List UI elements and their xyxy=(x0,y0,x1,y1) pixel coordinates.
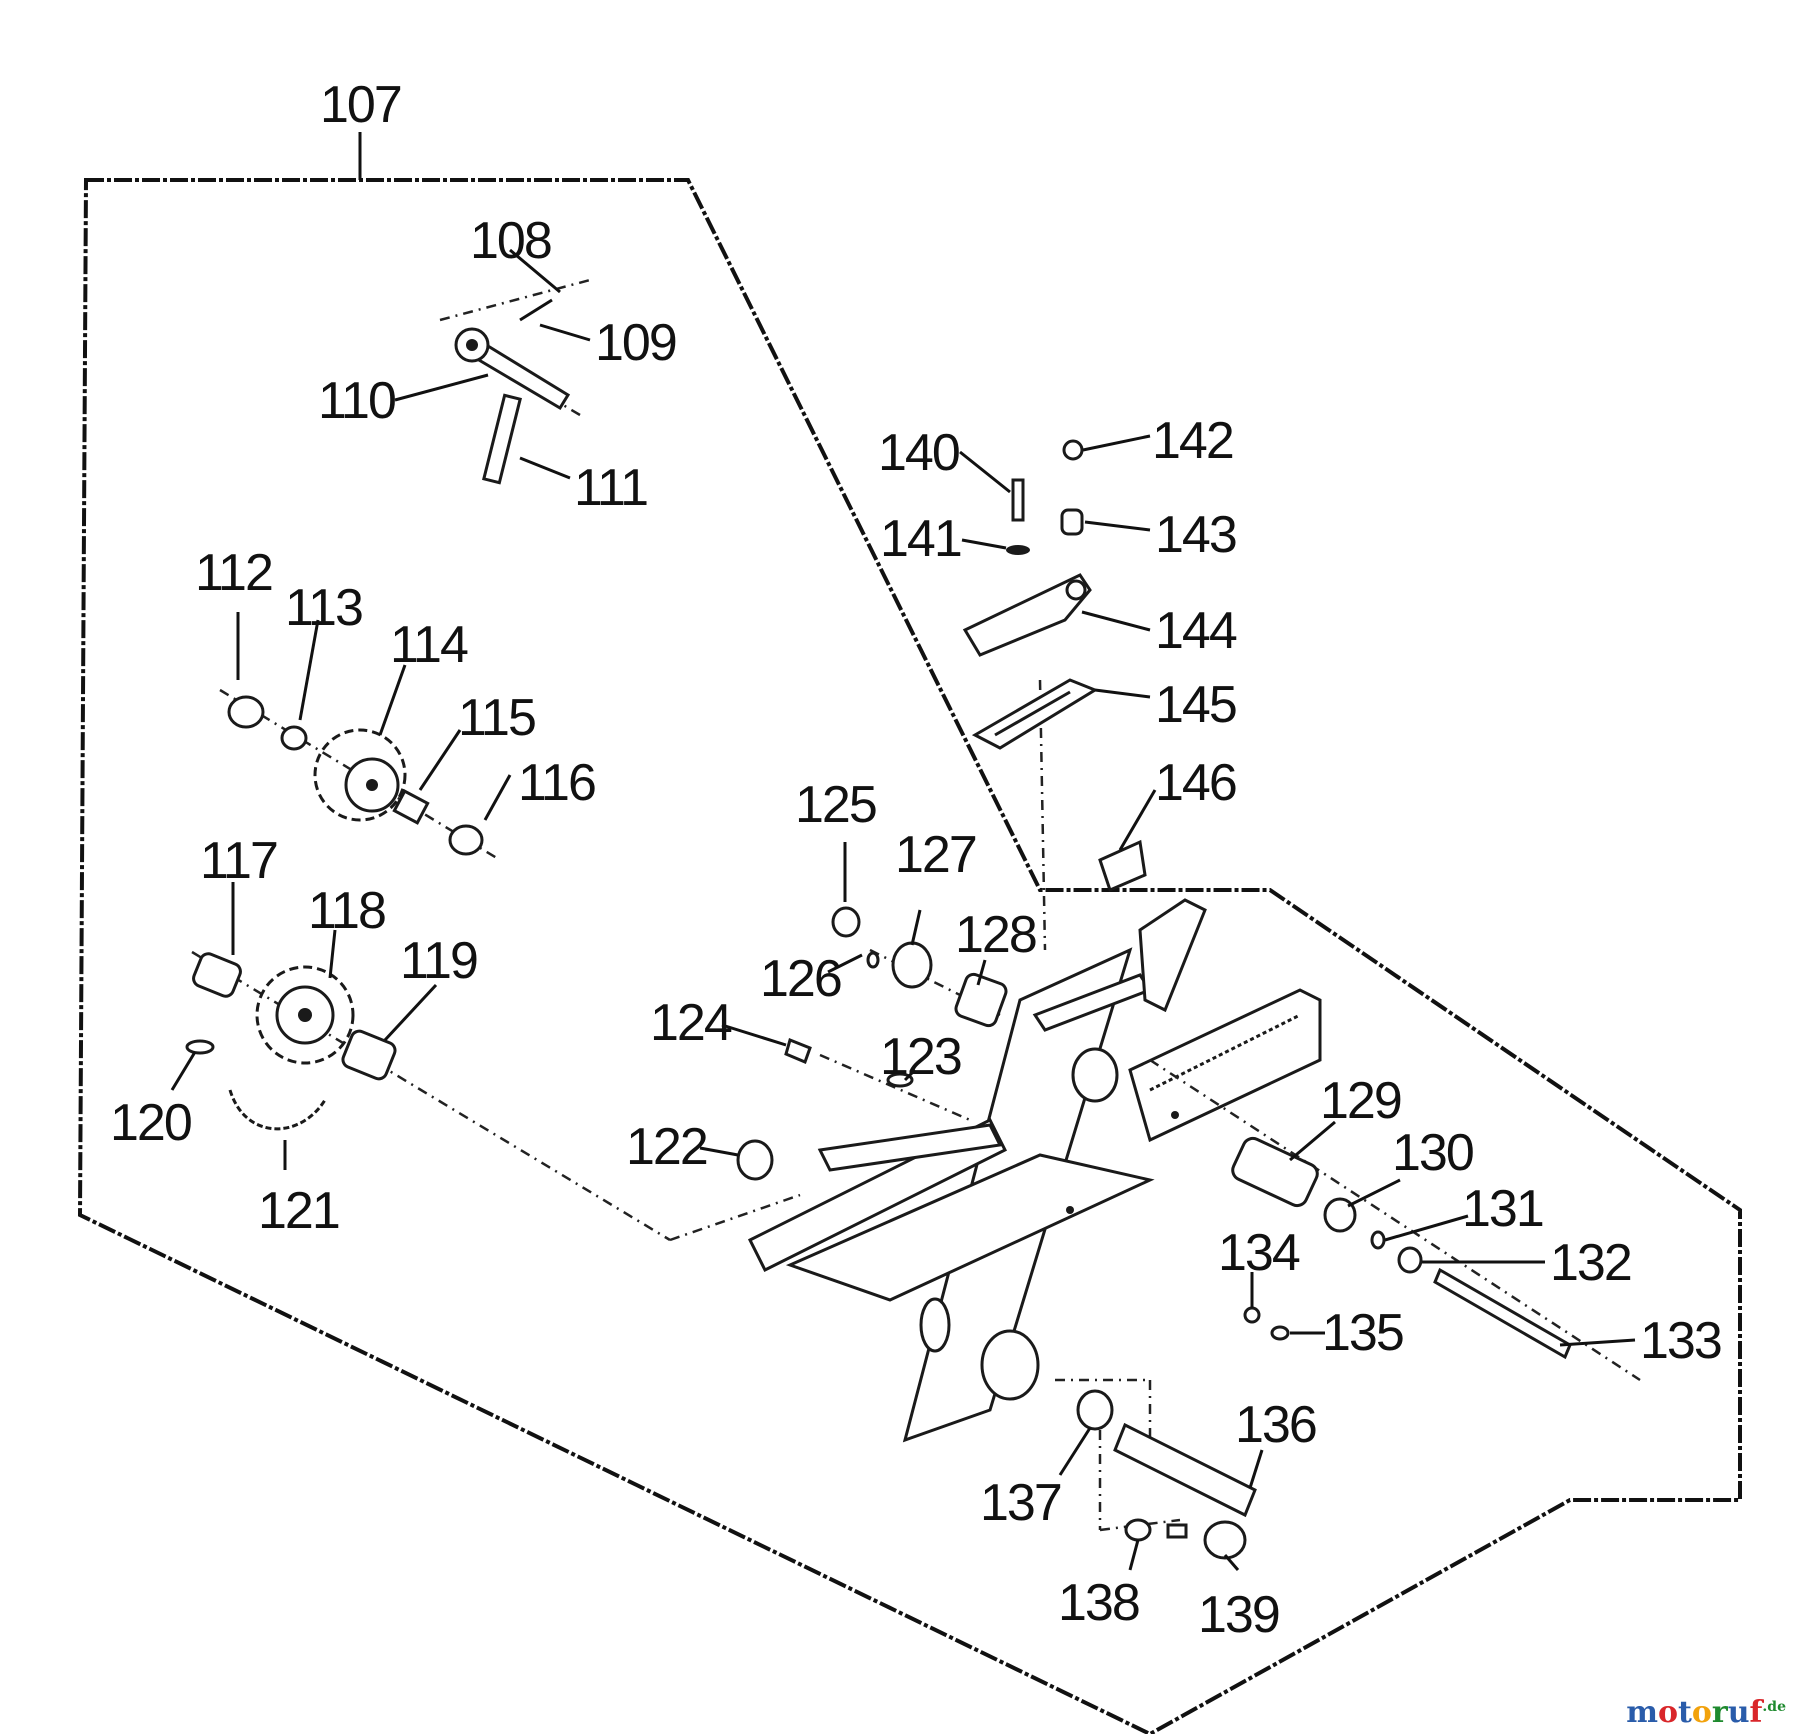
callout-134: 134 xyxy=(1218,1224,1300,1282)
callout-labels: 108 109 110 111 112 113 114 115 116 117 … xyxy=(110,212,1723,1644)
sprocket-assembly-117-121 xyxy=(185,950,801,1242)
callout-116: 116 xyxy=(518,754,595,812)
callout-133: 133 xyxy=(1640,1312,1721,1370)
callout-140: 140 xyxy=(878,424,959,482)
callout-113: 113 xyxy=(285,579,362,637)
callout-142: 142 xyxy=(1152,412,1233,470)
callout-110: 110 xyxy=(318,372,395,430)
callout-137: 137 xyxy=(980,1474,1061,1532)
callout-143: 143 xyxy=(1155,506,1236,564)
callout-128: 128 xyxy=(955,906,1036,964)
motoruf-watermark-logo: motoruf.de xyxy=(1626,1695,1786,1730)
main-frame xyxy=(736,679,1641,1532)
callout-118: 118 xyxy=(308,882,385,940)
callout-127: 127 xyxy=(895,826,976,884)
callout-109: 109 xyxy=(595,314,676,372)
callout-138: 138 xyxy=(1058,1574,1139,1632)
callout-123: 123 xyxy=(880,1028,961,1086)
callout-131: 131 xyxy=(1462,1180,1543,1238)
callout-129: 129 xyxy=(1320,1072,1401,1130)
callout-136: 136 xyxy=(1235,1396,1316,1454)
callout-115: 115 xyxy=(458,689,535,747)
callout-130: 130 xyxy=(1392,1124,1473,1182)
callout-122: 122 xyxy=(626,1118,707,1176)
callout-144: 144 xyxy=(1155,602,1237,660)
callout-120: 120 xyxy=(110,1094,191,1152)
assembly-outline xyxy=(77,178,1742,1734)
callout-146: 146 xyxy=(1155,754,1236,812)
callout-108: 108 xyxy=(470,212,551,270)
callout-126: 126 xyxy=(760,950,841,1008)
callout-117: 117 xyxy=(200,832,277,890)
callout-145: 145 xyxy=(1155,676,1236,734)
right-shaft-group xyxy=(1231,1136,1572,1360)
callout-139: 139 xyxy=(1198,1586,1279,1644)
callout-107: 107 xyxy=(320,76,401,134)
bracket-assembly-140-146 xyxy=(962,439,1147,893)
callout-112: 112 xyxy=(195,544,272,602)
callout-125: 125 xyxy=(795,776,876,834)
callout-121: 121 xyxy=(258,1182,339,1240)
callout-leaders xyxy=(170,248,1636,1571)
shaft-assembly-108-111 xyxy=(439,278,591,485)
sprocket-assembly-112-116 xyxy=(219,688,501,862)
callout-114: 114 xyxy=(390,616,468,674)
bottom-shaft-group xyxy=(1076,1389,1257,1560)
callout-141: 141 xyxy=(880,510,961,568)
callout-124: 124 xyxy=(650,994,732,1052)
callout-119: 119 xyxy=(400,932,477,990)
callout-132: 132 xyxy=(1550,1234,1631,1292)
callout-111: 111 xyxy=(574,459,647,517)
callout-135: 135 xyxy=(1322,1304,1403,1362)
